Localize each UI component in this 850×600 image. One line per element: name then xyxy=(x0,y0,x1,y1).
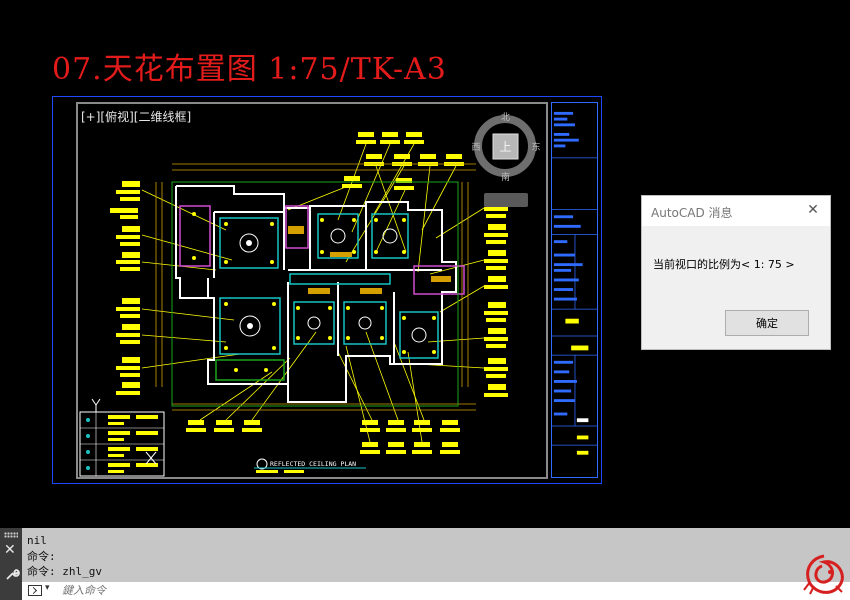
plan-caption: REFLECTED CEILING PLAN xyxy=(270,460,356,468)
close-icon[interactable]: ✕ xyxy=(807,202,819,218)
compass-south[interactable]: 南 xyxy=(501,171,510,183)
viewcube[interactable]: 上 北 南 东 西 xyxy=(470,110,548,188)
layout-viewport[interactable] xyxy=(52,96,602,484)
command-history-line: nil xyxy=(27,534,47,547)
ceiling-room-outlines xyxy=(171,181,465,407)
top-label-callouts xyxy=(342,132,464,190)
legend-block xyxy=(79,398,165,477)
right-label-callouts xyxy=(484,198,508,397)
walls xyxy=(175,185,457,403)
dialog-title: AutoCAD 消息 xyxy=(651,206,733,220)
ceiling-fixtures xyxy=(239,226,451,343)
command-prompt-icon[interactable] xyxy=(28,585,42,596)
compass-north[interactable]: 北 xyxy=(501,112,510,123)
command-history-line: 命令: xyxy=(27,550,56,563)
command-input[interactable] xyxy=(62,582,782,598)
ok-button[interactable]: 确定 xyxy=(725,310,809,336)
left-label-callouts xyxy=(110,181,140,395)
paper-space-sheet[interactable] xyxy=(76,102,548,479)
command-history-line: 命令: zhl_gv xyxy=(27,565,102,578)
viewcube-face-label[interactable]: 上 xyxy=(499,140,511,154)
drawing-title: 07.天花布置图 1:75/TK-A3 xyxy=(52,52,447,87)
bottom-label-callouts xyxy=(186,420,460,454)
close-icon[interactable]: ✕ xyxy=(4,542,16,558)
dialog-message: 当前视口的比例为< 1: 75 > xyxy=(653,258,795,271)
dropdown-arrow-icon[interactable]: ▾ xyxy=(45,583,50,593)
command-line-toolbar: ✕ xyxy=(0,528,22,600)
compass-east[interactable]: 东 xyxy=(531,141,540,153)
wcs-menu-button[interactable] xyxy=(484,193,528,207)
dimension-lines xyxy=(155,163,476,411)
grip-icon[interactable] xyxy=(4,532,18,538)
viewcube-face xyxy=(492,133,519,160)
wrench-icon[interactable] xyxy=(4,566,20,582)
autocad-message-dialog: AutoCAD 消息 ✕ 当前视口的比例为< 1: 75 > 确定 xyxy=(641,195,831,350)
compass-west[interactable]: 西 xyxy=(471,142,480,153)
ceiling-plan-drawing[interactable]: REFLECTED CEILING PLAN xyxy=(76,102,551,482)
plan-caption-block: REFLECTED CEILING PLAN xyxy=(254,458,366,473)
viewport-controls-label[interactable]: [+][俯视][二维线框] xyxy=(81,110,192,124)
dragon-logo xyxy=(803,554,844,595)
title-block xyxy=(551,102,598,478)
downlights xyxy=(192,212,436,372)
dialog-titlebar[interactable] xyxy=(642,196,830,226)
compass-ring xyxy=(474,115,536,177)
